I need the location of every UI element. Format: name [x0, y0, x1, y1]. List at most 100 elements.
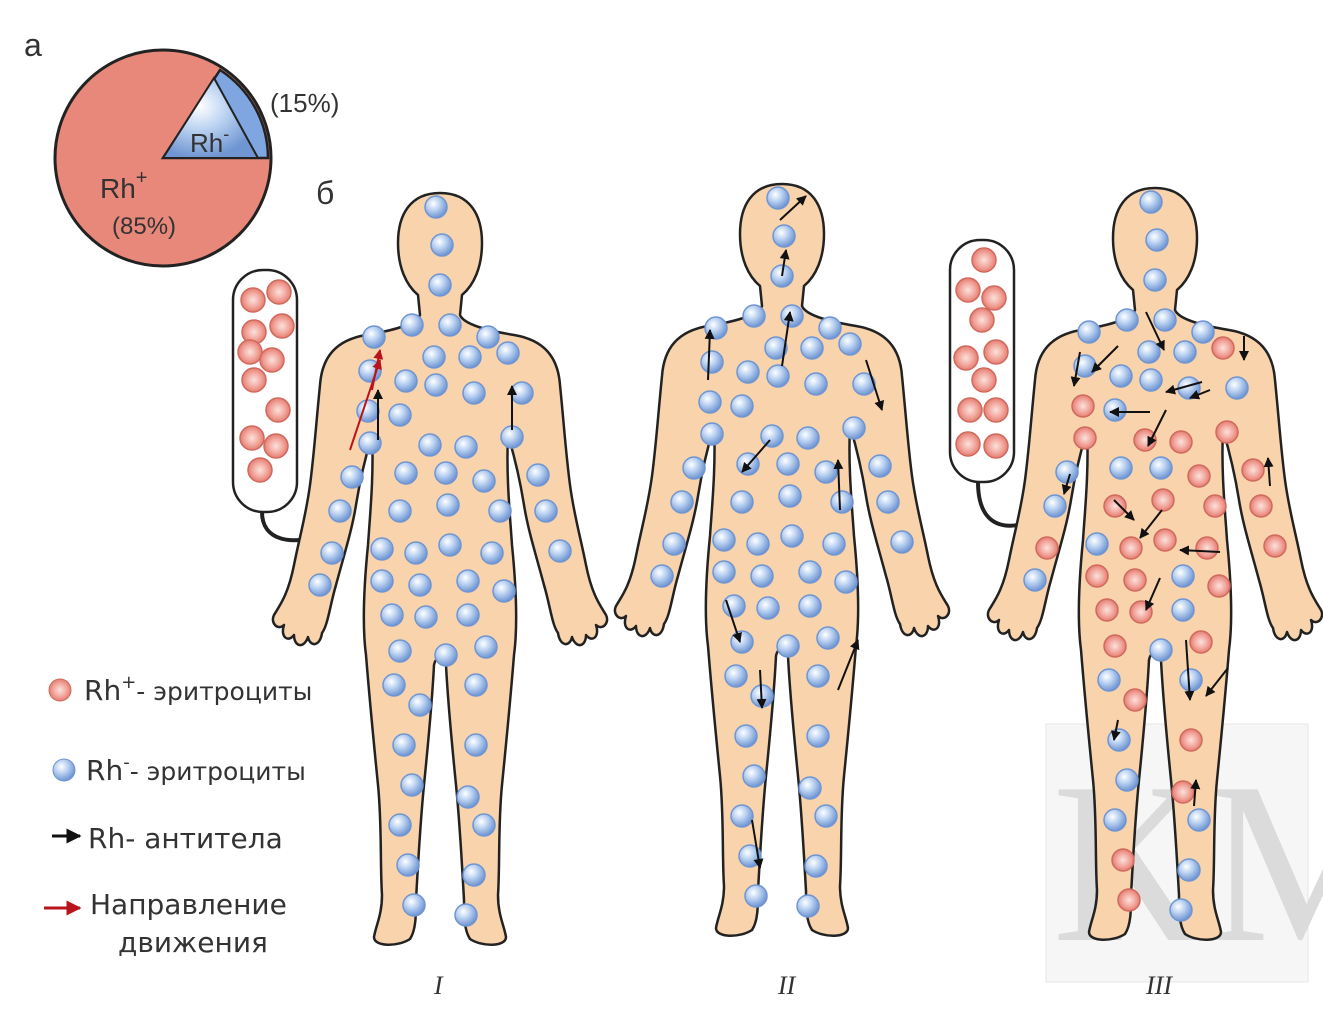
rh-positive-cell — [270, 314, 294, 338]
figure-II — [615, 184, 949, 936]
rh-negative-cell — [393, 734, 415, 756]
rh-negative-cell — [731, 395, 753, 417]
rh-negative-cell — [473, 470, 495, 492]
rh-negative-cell — [807, 665, 829, 687]
rh-negative-cell — [781, 525, 803, 547]
rh-positive-cell — [1208, 575, 1230, 597]
rh-positive-cell — [260, 348, 284, 372]
rh-negative-cell — [425, 374, 447, 396]
rh-negative-cell — [781, 305, 803, 327]
rh-positive-cell — [1124, 689, 1146, 711]
rh-negative-cell — [869, 455, 891, 477]
rh-negative-cell — [801, 337, 823, 359]
legend-antibody-text: Rh- антитела — [88, 822, 283, 855]
rh-negative-cell — [805, 373, 827, 395]
rh-negative-cell — [705, 317, 727, 339]
rh-negative-cell — [1178, 859, 1200, 881]
rh-negative-cell — [1146, 229, 1168, 251]
rh-negative-cell — [761, 425, 783, 447]
rh-positive-cell — [1250, 495, 1272, 517]
rh-negative-cell — [457, 786, 479, 808]
rh-negative-cell — [549, 540, 571, 562]
rh-negative-cell — [437, 494, 459, 516]
rh-positive-cell — [956, 432, 980, 456]
rh-negative-cell — [1150, 457, 1172, 479]
rh-negative-cell — [321, 542, 343, 564]
rh-positive-cell — [1104, 635, 1126, 657]
rh-negative-cell — [767, 365, 789, 387]
rh-negative-cell — [415, 606, 437, 628]
rh-negative-cell — [489, 500, 511, 522]
rh-positive-cell — [1216, 421, 1238, 443]
rh-negative-cell — [397, 854, 419, 876]
rh-negative-cell — [477, 326, 499, 348]
rh-negative-cell — [409, 694, 431, 716]
rh-positive-cell — [1188, 465, 1210, 487]
rh-positive-cell — [1104, 495, 1126, 517]
rh-negative-cell — [463, 864, 485, 886]
rh-positive-cell — [1264, 535, 1286, 557]
rh-positive-cell — [1242, 459, 1264, 481]
rh-negative-cell — [1192, 321, 1214, 343]
rh-negative-cell — [797, 427, 819, 449]
rh-negative-cell — [435, 644, 457, 666]
rh-positive-cell — [1196, 537, 1218, 559]
rh-negative-cell — [439, 314, 461, 336]
rh-negative-cell — [371, 538, 393, 560]
rh-negative-cell — [777, 453, 799, 475]
rh-negative-cell — [395, 370, 417, 392]
rh-negative-cell — [819, 317, 841, 339]
rh-positive-cell — [958, 398, 982, 422]
rh-negative-cell — [381, 604, 403, 626]
rh-negative-cell — [799, 561, 821, 583]
rh-negative-cell — [817, 627, 839, 649]
rh-negative-cell — [371, 570, 393, 592]
rh-negative-cell — [1154, 309, 1176, 331]
rh-negative-cell — [1138, 341, 1160, 363]
rh-negative-cell — [831, 491, 853, 513]
rh-negative-cell — [389, 814, 411, 836]
rh-negative-cell — [735, 725, 757, 747]
rh-negative-cell — [459, 346, 481, 368]
rh-negative-cell — [683, 457, 705, 479]
rh-negative-cell — [745, 885, 767, 907]
rh-positive-cell — [954, 346, 978, 370]
rh-negative-cell — [363, 326, 385, 348]
rh-negative-cell — [383, 674, 405, 696]
rh-positive-cell — [1096, 599, 1118, 621]
rh-negative-cell — [401, 774, 423, 796]
rh-positive-cell — [1074, 427, 1096, 449]
rh-negative-cell — [1104, 399, 1126, 421]
rh-negative-cell — [1116, 309, 1138, 331]
rh-positive-cell — [267, 280, 291, 304]
rh-positive-cell — [956, 278, 980, 302]
rh-positive-cell — [1204, 495, 1226, 517]
rh-positive-cell — [984, 434, 1008, 458]
rh-negative-cell — [1226, 377, 1248, 399]
rh-negative-cell — [1188, 809, 1210, 831]
rh-negative-cell — [805, 855, 827, 877]
rh-positive-cell — [242, 368, 266, 392]
rh-positive-cell — [982, 286, 1006, 310]
rh-negative-cell — [767, 187, 789, 209]
rh-negative-cell — [1108, 729, 1130, 751]
rh-negative-cell — [747, 533, 769, 555]
rh-negative-cell — [891, 531, 913, 553]
rh-negative-cell — [465, 674, 487, 696]
pie-pct-rh-pos: (85%) — [112, 213, 176, 240]
rh-negative-cell — [497, 342, 519, 364]
rh-negative-cell — [797, 895, 819, 917]
rh-negative-cell — [737, 361, 759, 383]
rh-negative-cell — [701, 423, 723, 445]
rh-negative-cell — [1044, 495, 1066, 517]
legend-direction-line1: Направление — [90, 888, 287, 921]
rh-negative-cell — [731, 631, 753, 653]
rh-negative-cell — [389, 404, 411, 426]
rh-negative-cell — [773, 225, 795, 247]
rh-negative-cell — [405, 542, 427, 564]
rh-negative-cell — [877, 491, 899, 513]
rh-negative-cell — [835, 571, 857, 593]
rh-negative-cell — [403, 894, 425, 916]
rh-positive-cell — [1152, 489, 1174, 511]
